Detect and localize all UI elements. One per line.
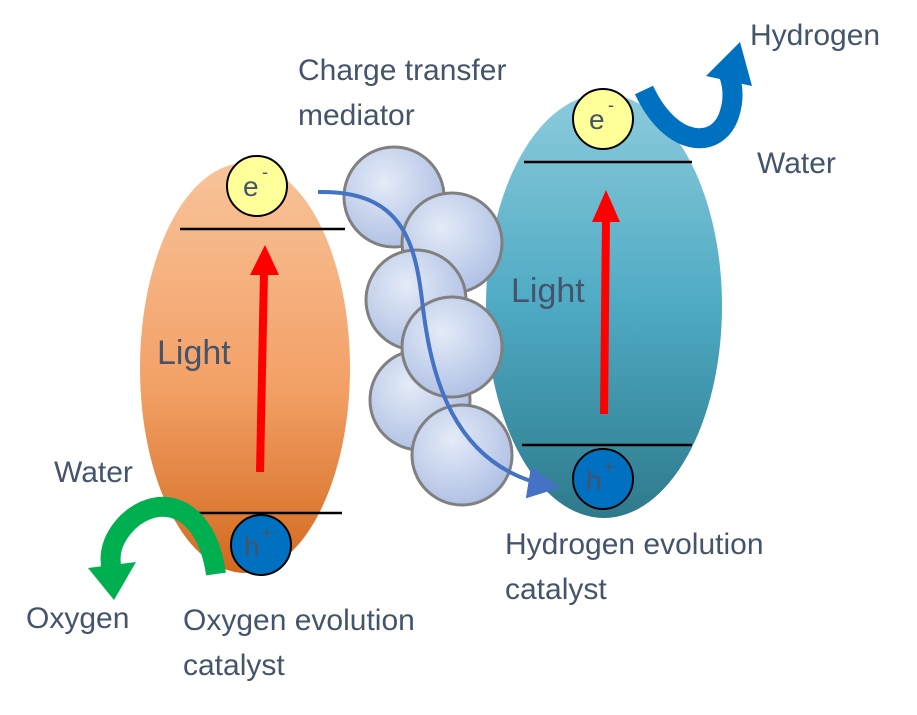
mediator-sphere: [400, 295, 504, 399]
electron-transfer-arrow: [317, 189, 560, 499]
oxygen-catalyst-label-line2: catalyst: [183, 649, 285, 682]
light-arrow-right: [592, 190, 620, 415]
hole-right: h +: [572, 448, 634, 510]
electron-right: e -: [572, 88, 634, 150]
hole-symbol: h: [244, 531, 260, 562]
water-label-left: Water: [54, 456, 133, 489]
mediator-sphere: [410, 403, 514, 507]
oxygen-catalyst-label-line1: Oxygen evolution: [183, 604, 415, 637]
water-label-right: Water: [757, 147, 836, 180]
electron-superscript: -: [262, 162, 268, 182]
oxygen-evolution-arrow: [88, 496, 226, 600]
hole-superscript: +: [262, 523, 273, 543]
hydrogen-label: Hydrogen: [750, 19, 881, 52]
electron-superscript: -: [608, 95, 614, 115]
hydrogen-evolution-arrow: [634, 42, 752, 149]
hydrogen-catalyst-label-line2: catalyst: [505, 573, 607, 606]
electron-symbol: e: [589, 104, 605, 135]
light-label-right: Light: [511, 272, 585, 310]
charge-transfer-label-line1: Charge transfer: [298, 54, 507, 87]
hole-superscript: +: [604, 457, 615, 477]
hole-left: h +: [230, 514, 292, 576]
light-label-left: Light: [157, 334, 231, 372]
charge-transfer-label-line2: mediator: [298, 99, 415, 132]
electron-left: e -: [226, 155, 288, 217]
electron-symbol: e: [243, 171, 259, 202]
hydrogen-catalyst-label-line1: Hydrogen evolution: [505, 528, 764, 561]
charge-transfer-mediator: [342, 145, 514, 507]
hole-symbol: h: [586, 465, 602, 496]
light-arrow-left: [250, 245, 279, 473]
oxygen-evolution-particle: [140, 163, 350, 573]
oxygen-label: Oxygen: [26, 602, 130, 635]
